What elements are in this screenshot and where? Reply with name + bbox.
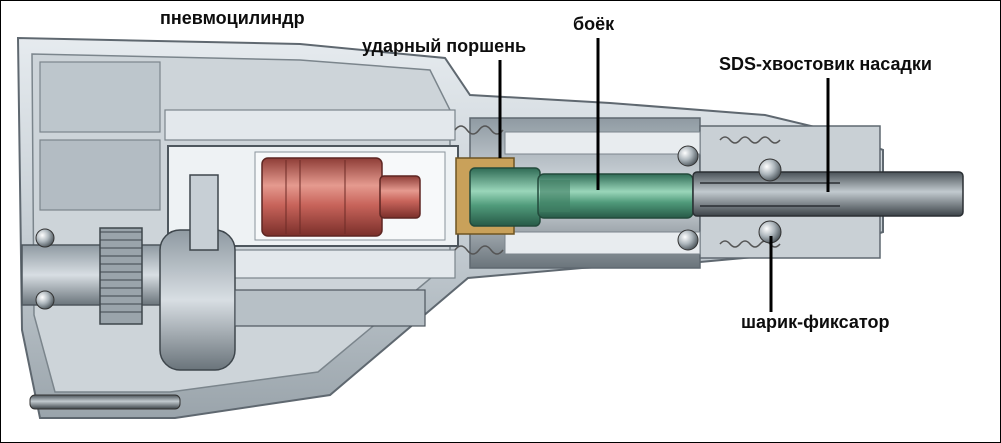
label-locking-ball: шарик-фиксатор bbox=[741, 312, 890, 332]
label-striker: боёк bbox=[573, 14, 615, 34]
drive-piston bbox=[261, 157, 421, 237]
leader-lines bbox=[498, 38, 830, 312]
drive-gear bbox=[21, 174, 426, 410]
impact-piston bbox=[455, 157, 541, 235]
label-impact-piston: ударный поршень bbox=[362, 36, 527, 56]
balls bbox=[677, 145, 782, 251]
label-pneumocylinder: пневмоцилиндр bbox=[160, 8, 305, 28]
label-sds-shank: SDS-хвостовик насадки bbox=[719, 54, 932, 74]
